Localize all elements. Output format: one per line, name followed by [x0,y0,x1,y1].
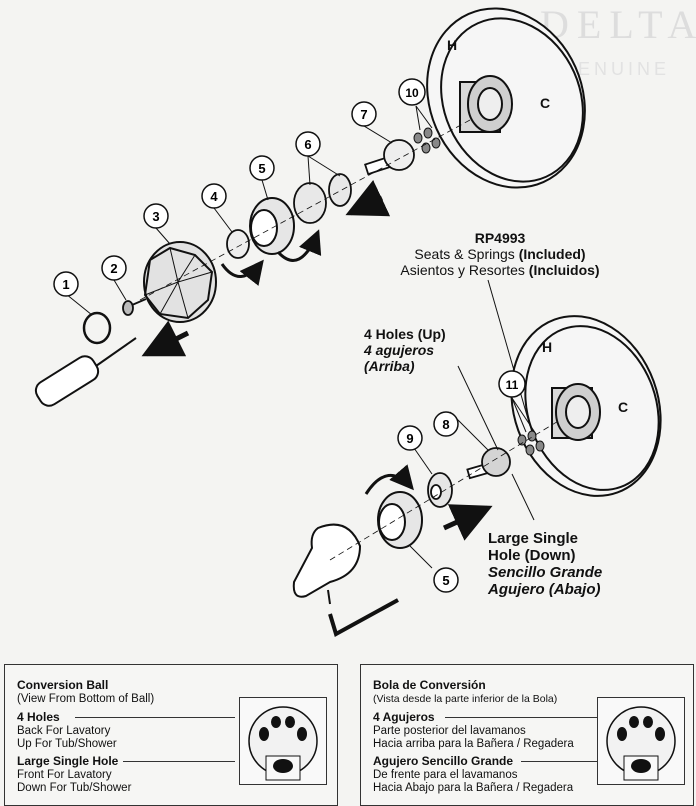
svg-text:11: 11 [506,378,519,392]
svg-text:10: 10 [405,86,419,100]
svg-text:C: C [618,399,628,415]
callout-5-bottom: 5 [433,567,459,593]
stem-part-6 [293,173,352,224]
arrow-install-bottom [442,504,493,541]
svg-text:5: 5 [442,573,449,588]
panel-en-single-l2: Down For Tub/Shower [17,782,132,794]
allen-wrench-icon [328,598,399,637]
knob-part-3 [143,241,217,323]
panel-es-subtitle: (Vista desde la parte inferior de la Bol… [373,693,558,705]
cam-part-9 [427,472,453,508]
four-holes-up-es1: 4 agujeros [364,342,435,358]
panel-en-four-holes-l1: Back For Lavatory [17,725,111,737]
svg-text:H: H [542,339,552,355]
conversion-ball-bottom-view-en [239,697,327,785]
callout-11: 11 [498,370,526,398]
rp4993-en: Seats & Springs [414,246,515,262]
conversion-ball-panel-es: Bola de Conversión (Vista desde la parte… [360,664,694,806]
rp4993-es-suffix: (Incluidos) [528,262,600,278]
brand-watermark: DELTA [540,2,696,47]
large-single-en1: Large Single [488,530,579,547]
svg-text:H: H [447,37,457,53]
rotation-arrows-top [220,229,322,286]
panel-es-single-l2: Hacia Abajo para la Bañera / Regadera [373,782,574,794]
brand-watermark-sub: GENUINE [560,59,670,79]
rp4993-es: Asientos y Resortes [400,262,525,278]
four-holes-up-label: 4 Holes (Up) 4 agujeros (Arriba) [364,326,484,374]
svg-text:C: C [540,95,550,111]
svg-text:1: 1 [62,277,69,292]
panel-es-four-holes-l1: Parte posterior del lavamanos [373,725,526,737]
rp4993-part-number: RP4993 [474,230,526,246]
callout-2: 2 [101,255,127,281]
bonnet-nut-5-bottom [377,491,423,549]
bonnet-nut-5-top [249,197,295,255]
seats-and-springs-top [413,127,441,154]
lever-handle [292,523,362,605]
svg-text:3: 3 [152,209,159,224]
callout-6: 6 [295,131,321,157]
escutcheon-plate-top: H C [426,7,586,189]
arrow-install-top-right [345,180,391,217]
rotation-arrow-bottom [364,464,414,495]
callout-4: 4 [201,183,227,209]
callout-10: 10 [398,78,426,106]
panel-es-title: Bola de Conversión [373,678,486,692]
ball-assembly-7 [364,139,415,176]
panel-en-subtitle: (View From Bottom of Ball) [17,693,155,705]
large-single-es1: Sencillo Grande [488,564,603,581]
callout-7: 7 [351,101,377,127]
panel-es-single-l1: De frente para el lavamanos [373,769,518,781]
escutcheon-plate-bottom: H C [510,315,662,497]
svg-text:6: 6 [304,137,311,152]
panel-es-four-holes: 4 Agujeros [373,710,435,724]
large-single-en2: Hole (Down) [488,547,576,564]
arrow-remove-knob [141,320,190,357]
panel-en-title: Conversion Ball [17,678,109,692]
callout-9: 9 [397,425,423,451]
four-holes-up-es2: (Arriba) [364,358,415,374]
panel-en-single-l1: Front For Lavatory [17,769,112,781]
panel-en-single: Large Single Hole [17,754,119,768]
rp4993-label: RP4993 Seats & Springs (Included) Asient… [380,230,620,278]
svg-text:7: 7 [360,107,367,122]
four-holes-up-en: 4 Holes (Up) [364,326,446,342]
svg-text:8: 8 [442,417,449,432]
panel-es-single: Agujero Sencillo Grande [373,754,514,768]
ring-part-4 [226,229,250,259]
svg-text:4: 4 [210,189,218,204]
panel-en-four-holes: 4 Holes [17,710,60,724]
callout-5-top: 5 [249,155,275,181]
rp4993-en-suffix: (Included) [518,246,586,262]
callout-1: 1 [53,271,79,297]
cap-ring-part-1 [82,311,112,345]
svg-text:9: 9 [406,431,413,446]
screw-part-2 [122,298,147,316]
panel-es-four-holes-l2: Hacia arriba para la Bañera / Regadera [373,738,574,750]
panel-en-four-holes-l2: Up For Tub/Shower [17,738,117,750]
callout-3: 3 [143,203,169,229]
screwdriver-icon [34,337,137,407]
conversion-ball-panel-en: Conversion Ball (View From Bottom of Bal… [4,664,338,806]
exploded-parts-diagram: DELTA GENUINE H C [34,2,696,637]
conversion-ball-bottom-view-es [597,697,685,785]
svg-text:5: 5 [258,161,265,176]
large-single-hole-down-label: Large Single Hole (Down) Sencillo Grande… [488,530,628,598]
callout-8: 8 [433,411,459,437]
large-single-es2: Agujero (Abajo) [488,581,601,598]
svg-text:2: 2 [110,261,117,276]
